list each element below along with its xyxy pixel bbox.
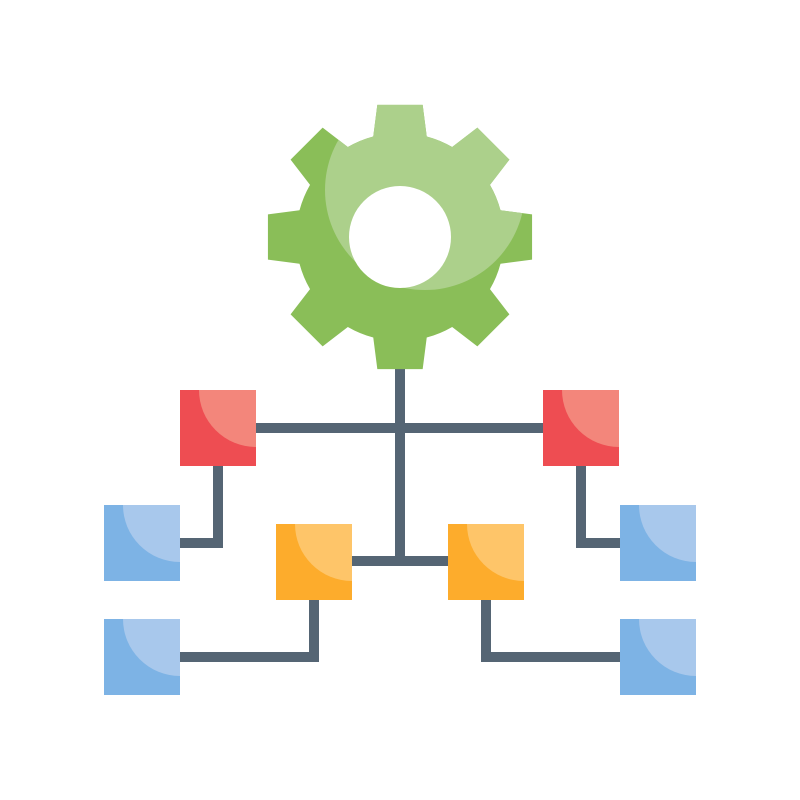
red-node-left: [180, 390, 256, 466]
connector-red-right-to-blue-3: [576, 466, 620, 548]
gear-icon: [267, 104, 533, 370]
orange-node-right: [448, 524, 524, 600]
blue-node-2: [104, 619, 180, 695]
blue-node-3: [620, 505, 696, 581]
blue-node-1: [104, 505, 180, 581]
red-node-right: [543, 390, 619, 466]
connector-red-left-to-blue-1: [180, 466, 223, 548]
connector-orange-left-to-blue-2: [180, 600, 319, 662]
connector-lines: [180, 360, 620, 662]
orange-node-left: [276, 524, 352, 600]
blue-node-4: [620, 619, 696, 695]
connector-orange-right-to-blue-4: [481, 600, 620, 662]
gear-hole: [349, 186, 451, 288]
